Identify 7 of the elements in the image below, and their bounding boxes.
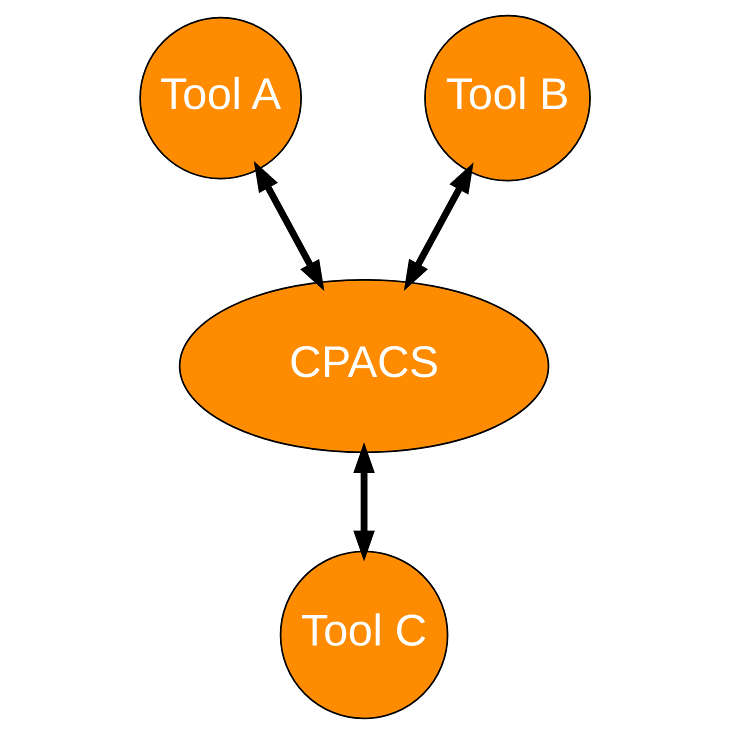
arrow: [353, 442, 375, 562]
node-circle: Tool C: [280, 550, 448, 720]
node-ellipse: CPACS: [178, 279, 550, 454]
arrow: [404, 162, 474, 292]
arrow: [254, 160, 324, 292]
node-circle: Tool A: [139, 16, 302, 180]
node-circle: Tool B: [424, 14, 591, 182]
